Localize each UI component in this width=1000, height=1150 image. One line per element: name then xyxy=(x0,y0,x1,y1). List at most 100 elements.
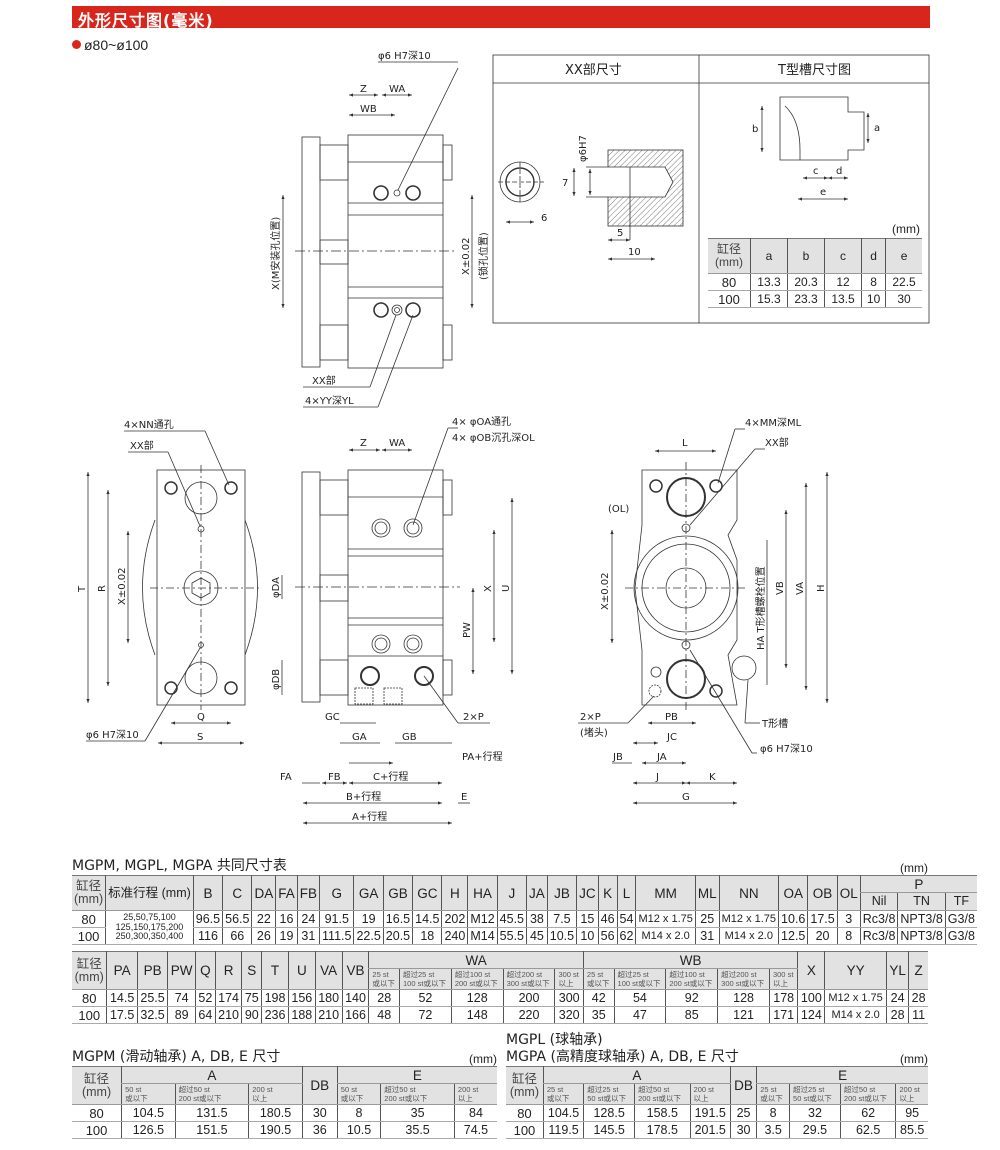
column-header: OA xyxy=(778,875,808,911)
xx-d6: 6 xyxy=(541,213,547,224)
value-cell: 104.5 xyxy=(542,1104,584,1122)
column-header: OB xyxy=(807,875,838,911)
column-header: A xyxy=(121,1066,303,1084)
column-header: YL xyxy=(885,951,909,990)
column-header: NN xyxy=(718,875,779,911)
column-header: A xyxy=(542,1066,731,1084)
side-da: φDA xyxy=(271,577,282,598)
value-cell: 22 xyxy=(251,910,276,928)
sub-column-header: 超过200 st 300 st或以下 xyxy=(502,968,555,990)
value-cell: 12 xyxy=(824,273,862,291)
value-cell: 13.3 xyxy=(749,273,788,291)
value-cell: NPT3/8 xyxy=(897,910,946,928)
column-header: c xyxy=(824,238,862,274)
value-cell: 85 xyxy=(665,1006,718,1024)
value-cell: 32 xyxy=(789,1104,841,1122)
end-ha: HA T形槽螺栓位置 xyxy=(754,566,767,650)
end-jb: JB xyxy=(612,752,623,763)
value-cell: 119.5 xyxy=(542,1121,584,1139)
value-cell: 17.5 xyxy=(106,1006,138,1024)
value-cell: 131.5 xyxy=(174,1104,249,1122)
bore-range: ø80~ø100 xyxy=(72,37,148,53)
sub-column-header: 超过25 st 100 st或以下 xyxy=(399,968,452,990)
value-cell: 64 xyxy=(195,1006,216,1024)
end-g: G xyxy=(682,792,690,803)
value-cell: 8 xyxy=(336,1104,381,1122)
column-header: X xyxy=(797,951,825,990)
tslot-e: e xyxy=(820,187,826,198)
value-cell: 10 xyxy=(861,290,886,308)
column-header: DB xyxy=(729,1066,757,1105)
xx-callout: XX部 xyxy=(312,374,336,387)
side-gb: GB xyxy=(402,732,417,743)
value-cell: 19 xyxy=(353,910,384,928)
column-header: ML xyxy=(694,875,720,911)
top-hole-note: φ6 H7深10 xyxy=(378,50,431,62)
value-cell: 14.5 xyxy=(412,910,442,928)
value-cell: 15 xyxy=(576,910,599,928)
value-cell: 15.3 xyxy=(749,290,788,308)
value-cell: G3/8 xyxy=(944,927,977,945)
value-cell: 45 xyxy=(526,927,548,945)
value-cell: 12.5 xyxy=(778,927,808,945)
column-header: U xyxy=(287,951,316,990)
tslot-panel: T型槽尺寸图 b a c d e xyxy=(752,63,880,201)
side-wa: WA xyxy=(389,438,405,449)
sub-column-header: 超过200 st 300 st或以下 xyxy=(717,968,770,990)
value-cell: 91.5 xyxy=(319,910,354,928)
value-cell: 180.5 xyxy=(248,1104,303,1122)
value-cell: 54 xyxy=(613,989,666,1007)
side-db: φDB xyxy=(271,669,282,690)
sub-column-header: 超过100 st 200 st或以下 xyxy=(450,968,504,990)
side-a: A+行程 xyxy=(352,810,387,823)
xx-detail-panel: XX部尺寸 φ6H7 7 6 5 10 xyxy=(492,54,930,324)
value-cell: 20.5 xyxy=(382,927,413,945)
xx-dia: φ6H7 xyxy=(578,135,589,162)
value-cell: 47 xyxy=(613,1006,666,1024)
value-cell: 24 xyxy=(296,910,320,928)
common-table-unit: (mm) xyxy=(900,861,928,875)
value-cell: 151.5 xyxy=(174,1121,249,1139)
value-cell: 23.3 xyxy=(786,290,825,308)
value-cell: 56.5 xyxy=(222,910,252,928)
bore-range-label: ø80~ø100 xyxy=(84,37,149,53)
value-cell: 74.5 xyxy=(453,1121,497,1139)
value-cell: 128.5 xyxy=(583,1104,635,1122)
xx-detail-title: XX部尺寸 xyxy=(565,63,622,78)
section-title: 外形尺寸图(毫米) xyxy=(78,11,214,30)
front-nn: 4×NN通孔 xyxy=(124,419,174,431)
value-cell: 240 xyxy=(441,927,468,945)
column-header: GA xyxy=(353,875,384,911)
sub-column-header: 25 st 或以下 xyxy=(542,1083,584,1105)
column-header: C xyxy=(222,875,252,911)
top-side-view: φ6 H7深10 Z WA WB X(M安装孔位置) X±0.02 (锁孔位置)… xyxy=(269,50,490,408)
value-cell: 100 xyxy=(797,989,825,1007)
dim-x-tol: X±0.02 xyxy=(461,238,472,276)
xx-d5: 5 xyxy=(617,228,623,239)
column-header: OL xyxy=(836,875,861,911)
sub-column-header: TF xyxy=(944,892,977,911)
value-cell: 20 xyxy=(807,927,838,945)
sub-column-header: 超过50 st 200 st或以下 xyxy=(380,1083,455,1105)
side-x: X xyxy=(483,585,494,592)
value-cell: 66 xyxy=(222,927,252,945)
section-header: 外形尺寸图(毫米) xyxy=(72,6,930,30)
value-cell: 35 xyxy=(380,1104,455,1122)
value-cell: 62 xyxy=(839,1104,896,1122)
column-header: E xyxy=(336,1066,497,1084)
column-header: JB xyxy=(546,875,577,911)
mgpm-heading: MGPM (滑动轴承) A, DB, E 尺寸 (mm) xyxy=(72,1049,497,1066)
bore-cell: 80 xyxy=(72,910,106,928)
sub-column-header: 超过25 st 50 st或以下 xyxy=(583,1083,635,1105)
mgpl-heading: MGPA (高精度球轴承) A, DB, E 尺寸 (mm) xyxy=(506,1049,928,1066)
value-cell: 10.5 xyxy=(546,927,577,945)
bore-cell: 80 xyxy=(72,1104,122,1122)
column-header: JA xyxy=(526,875,548,911)
value-cell: 178.5 xyxy=(634,1121,691,1139)
value-cell: M12 x 1.75 xyxy=(635,910,696,928)
